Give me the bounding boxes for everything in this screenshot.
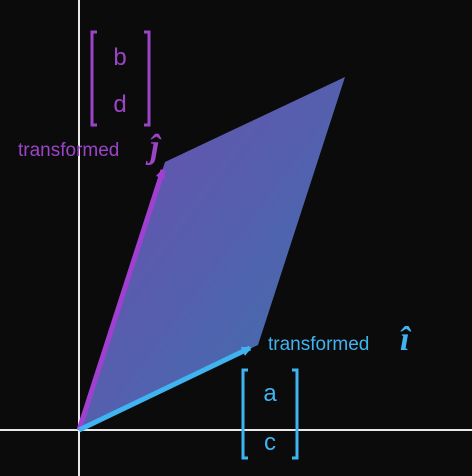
- j-hat-symbol: ĵ: [145, 129, 162, 166]
- i-column-matrix: a c: [241, 368, 299, 460]
- transformed-j-hat-label: transformed: [18, 140, 119, 161]
- transformed-i-hat-label: transformed: [268, 334, 369, 355]
- transformed-j-hat-vector: [76, 168, 166, 431]
- matrix-entry-c: c: [264, 429, 276, 456]
- right-bracket: [144, 30, 151, 127]
- matrix-entry-d: d: [113, 91, 126, 118]
- i-hat-symbol: î: [400, 321, 412, 358]
- matrix-entry-a: a: [263, 380, 277, 407]
- transformed-i-hat-vector: [77, 345, 252, 433]
- transformed-unit-square: [79, 77, 345, 430]
- left-bracket: [241, 368, 248, 460]
- j-column-matrix: b d: [90, 30, 151, 127]
- matrix-entry-b: b: [113, 44, 126, 71]
- left-bracket: [90, 30, 97, 127]
- right-bracket: [292, 368, 299, 460]
